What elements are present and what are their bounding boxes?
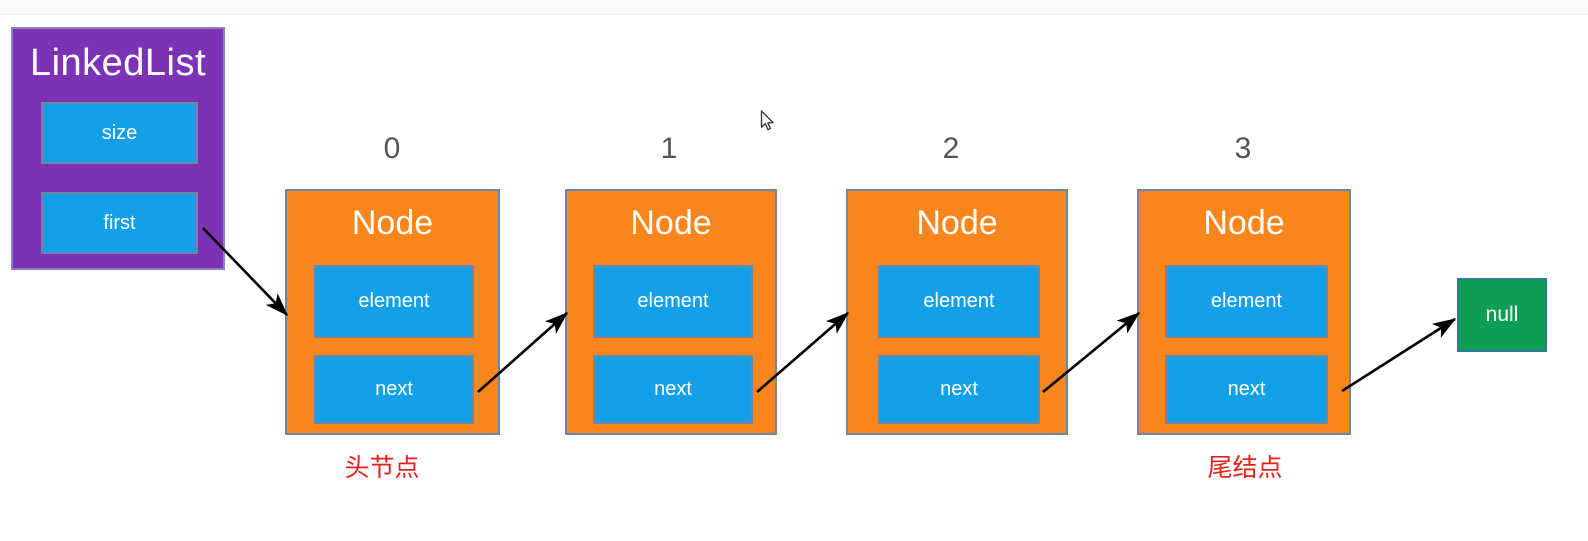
node-field-next-0: next xyxy=(314,355,474,424)
node-field-next-3: next xyxy=(1165,355,1328,424)
mouse-pointer-icon xyxy=(760,110,774,131)
node-title-2: Node xyxy=(916,204,998,242)
node-field-next-1: next xyxy=(593,355,753,424)
node-index-1: 1 xyxy=(660,132,678,165)
arrow-node3-to-null xyxy=(1341,317,1457,393)
tail-node-caption: 尾结点 xyxy=(1207,454,1283,482)
node-title-0: Node xyxy=(351,204,434,242)
node-field-element-1: element xyxy=(593,265,753,338)
linkedlist-container: LinkedList size first xyxy=(11,27,225,270)
node-box-3: Node element next xyxy=(1137,189,1351,435)
top-edge-band xyxy=(0,0,1588,15)
node-box-1: Node element next xyxy=(565,189,777,435)
node-index-2: 2 xyxy=(942,132,960,165)
node-box-0: Node element next xyxy=(285,189,500,435)
node-title-1: Node xyxy=(630,204,712,242)
node-field-element-0: element xyxy=(314,265,474,338)
node-box-2: Node element next xyxy=(846,189,1068,435)
linkedlist-field-first: first xyxy=(41,192,198,254)
linkedlist-class-title: LinkedList xyxy=(29,42,207,84)
node-index-3: 3 xyxy=(1234,132,1252,165)
node-field-next-2: next xyxy=(878,355,1040,424)
linkedlist-field-size: size xyxy=(41,102,198,164)
node-title-3: Node xyxy=(1203,204,1285,242)
node-index-0: 0 xyxy=(383,132,401,165)
head-node-caption: 头节点 xyxy=(344,454,420,482)
node-field-element-3: element xyxy=(1165,265,1328,338)
null-terminator-box: null xyxy=(1457,278,1547,352)
node-field-element-2: element xyxy=(878,265,1040,338)
